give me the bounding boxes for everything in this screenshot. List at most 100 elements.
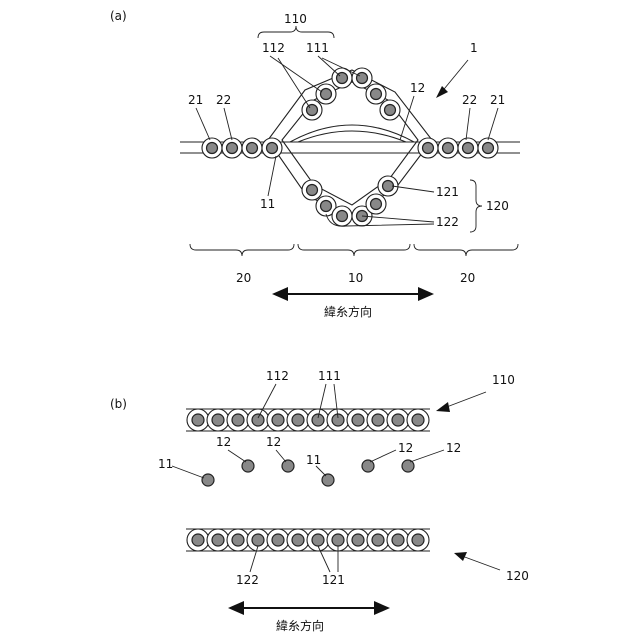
fiber <box>443 143 454 154</box>
chain-fiber <box>332 534 344 546</box>
fiber <box>337 211 348 222</box>
fiber <box>307 185 318 196</box>
leader-12-b3 <box>370 450 396 462</box>
warp-chain-bottom <box>186 529 430 551</box>
chain-fiber <box>252 534 264 546</box>
chain-fiber <box>192 534 204 546</box>
brace-region-center <box>298 244 410 256</box>
label-22-left: 22 <box>216 93 231 107</box>
label-110-b: 110 <box>492 373 515 387</box>
label-122-a: 122 <box>436 215 459 229</box>
lower-warp-rings <box>302 176 398 226</box>
chain-fiber <box>312 534 324 546</box>
label-12-b3: 12 <box>398 441 413 455</box>
direction-arrow-b-right-head <box>374 601 390 615</box>
label-110: 110 <box>284 12 307 26</box>
leader-22-left <box>224 108 232 140</box>
label-21-right: 21 <box>490 93 505 107</box>
fiber <box>371 199 382 210</box>
fiber <box>423 143 434 154</box>
label-11-a: 11 <box>260 197 275 211</box>
label-region-10: 10 <box>348 271 363 285</box>
weft-12 <box>282 460 294 472</box>
label-121-b: 121 <box>322 573 345 587</box>
leader-21-right <box>488 108 498 140</box>
weft-12 <box>242 460 254 472</box>
leader-122 <box>362 216 434 222</box>
label-112-a: 112 <box>262 41 285 55</box>
chain-fiber <box>392 534 404 546</box>
chain-fiber <box>412 414 424 426</box>
chain-fiber <box>252 414 264 426</box>
leader-121-bb1 <box>318 546 330 572</box>
fiber <box>307 105 318 116</box>
fiber <box>321 89 332 100</box>
leader-121 <box>392 186 434 192</box>
arrow-120-head <box>454 552 467 561</box>
fiber <box>385 105 396 116</box>
direction-arrow-a-right-head <box>418 287 434 301</box>
edge-right-rings <box>418 138 498 158</box>
leader-12-b1 <box>228 450 246 462</box>
panel-label-a: (a) <box>110 9 127 23</box>
leader-12-b2 <box>276 450 286 462</box>
chain-fiber <box>232 534 244 546</box>
label-22-right: 22 <box>462 93 477 107</box>
fiber <box>227 143 238 154</box>
upper-warp-rings <box>302 68 400 120</box>
label-region-20-right: 20 <box>460 271 475 285</box>
label-region-20-left: 20 <box>236 271 251 285</box>
figure-b: (b) 112 111 110 12 12 12 12 11 11 <box>110 369 529 633</box>
figure-a: (a) 110 112 111 1 <box>110 9 520 319</box>
fiber <box>463 143 474 154</box>
label-21-left: 21 <box>188 93 203 107</box>
chain-fiber <box>372 414 384 426</box>
chain-fiber <box>292 534 304 546</box>
weft-12 <box>402 460 414 472</box>
label-11-b1: 11 <box>158 457 173 471</box>
fiber <box>483 143 494 154</box>
label-1: 1 <box>470 41 478 55</box>
chain-fiber <box>272 414 284 426</box>
fiber <box>207 143 218 154</box>
chain-fiber <box>212 534 224 546</box>
leader-11-b1 <box>172 466 204 478</box>
direction-arrow-a-left-head <box>272 287 288 301</box>
chain-fiber <box>272 534 284 546</box>
label-111-a: 111 <box>306 41 329 55</box>
brace-110 <box>258 26 334 38</box>
chain-fiber <box>312 414 324 426</box>
leader-12-b4 <box>410 450 444 462</box>
leader-111 <box>318 56 340 76</box>
arrow-120-line <box>462 556 500 570</box>
center-tube <box>285 142 418 153</box>
center-arc-lower <box>298 131 406 142</box>
label-12-b4: 12 <box>446 441 461 455</box>
leader-112-b <box>278 58 310 108</box>
fiber <box>357 73 368 84</box>
brace-region-right <box>414 244 518 256</box>
label-111-b: 111 <box>318 369 341 383</box>
label-112-b: 112 <box>266 369 289 383</box>
label-121-a: 121 <box>436 185 459 199</box>
chain-fiber <box>372 534 384 546</box>
chain-fiber <box>352 414 364 426</box>
chain-fiber <box>292 414 304 426</box>
fiber <box>267 143 278 154</box>
arrow-110-line <box>444 392 486 408</box>
weft-11 <box>322 474 334 486</box>
direction-arrow-b-left-head <box>228 601 244 615</box>
panel-label-b: (b) <box>110 397 127 411</box>
leader-11-b2 <box>316 466 326 476</box>
label-11-b2: 11 <box>306 453 321 467</box>
label-12-b2: 12 <box>266 435 281 449</box>
fiber <box>247 143 258 154</box>
label-120-a: 120 <box>486 199 509 213</box>
weft-11 <box>202 474 214 486</box>
chain-fiber <box>392 414 404 426</box>
leader-11 <box>268 156 276 196</box>
chain-fiber <box>232 414 244 426</box>
edge-left-rings <box>202 138 282 158</box>
